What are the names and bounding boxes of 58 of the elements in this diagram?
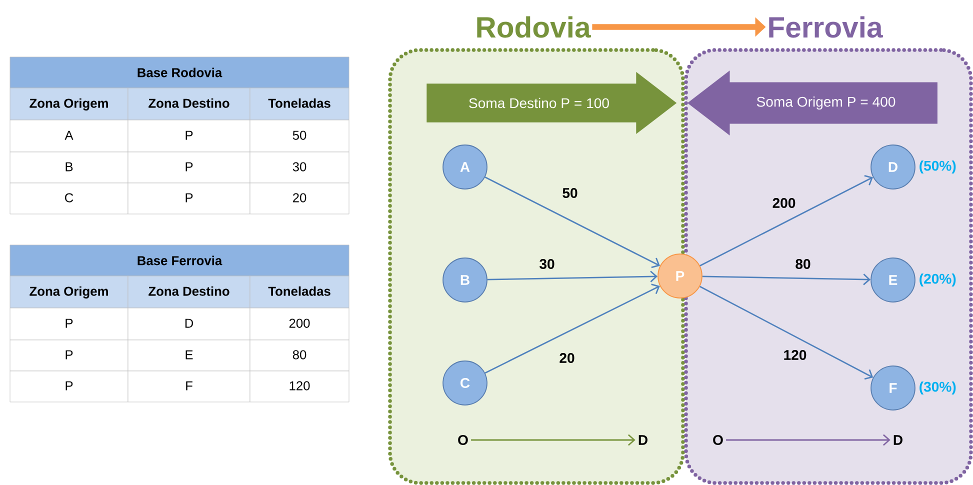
arrow [702,274,871,286]
table-cell: Zona Origem [10,276,128,308]
arrow [700,175,873,266]
circle-node: P [658,254,702,298]
circle-node: D [870,144,916,190]
title-text: Rodovia [477,16,591,38]
table-cell: P [10,340,128,372]
table-cell: 20 [250,182,350,214]
table-header: Base Ferrovia [10,244,350,276]
percentage-label: (30%) [920,381,956,395]
circle-node: F [870,366,916,410]
table-cell: A [10,120,128,152]
circle-node: A [442,144,488,190]
table-cell: 30 [250,152,350,184]
circle-node: E [870,258,916,302]
edge-label: 30 [538,258,556,270]
summary-banner: Soma Origem P = 400 [687,70,938,136]
table-cell: Zona Destino [128,276,250,308]
circle-node: B [442,258,488,302]
arrow [726,434,890,446]
table-cell: C [10,182,128,214]
edge-label: 50 [561,186,579,200]
table-cell: P [10,370,128,402]
node-label: D [894,435,902,445]
table-cell: P [128,152,250,184]
arrow [484,284,660,374]
table-cell: 120 [250,370,350,402]
table-header: Base Rodovia [10,56,350,88]
edge-label: 200 [771,196,797,210]
table-cell: 50 [250,120,350,152]
table-cell: F [128,370,250,402]
edge-label: 80 [794,258,812,270]
table-cell: 80 [250,340,350,372]
title-text: Ferrovia [769,16,883,38]
table-cell: P [128,120,250,152]
table-cell: Zona Origem [10,88,128,120]
edge-label: 120 [782,348,808,362]
table-cell: Toneladas [250,276,350,308]
arrow [484,176,660,268]
table-cell: Toneladas [250,88,350,120]
table-cell: P [10,308,128,340]
percentage-label: (50%) [920,160,956,174]
percentage-label: (20%) [920,273,956,287]
table-cell: Zona Destino [128,88,250,120]
node-label: O [713,435,723,445]
table-cell: E [128,340,250,372]
arrow [471,434,636,446]
edge-label: 20 [558,352,576,364]
table-cell: B [10,152,128,184]
table-cell: P [128,182,250,214]
arrow [487,270,658,282]
node-label: D [638,435,648,445]
node-label: O [458,435,468,445]
table-cell: D [128,308,250,340]
circle-node: C [442,360,488,406]
summary-banner: Soma Destino P = 100 [426,72,677,134]
table-cell: 200 [250,308,350,340]
arrow [700,286,874,380]
